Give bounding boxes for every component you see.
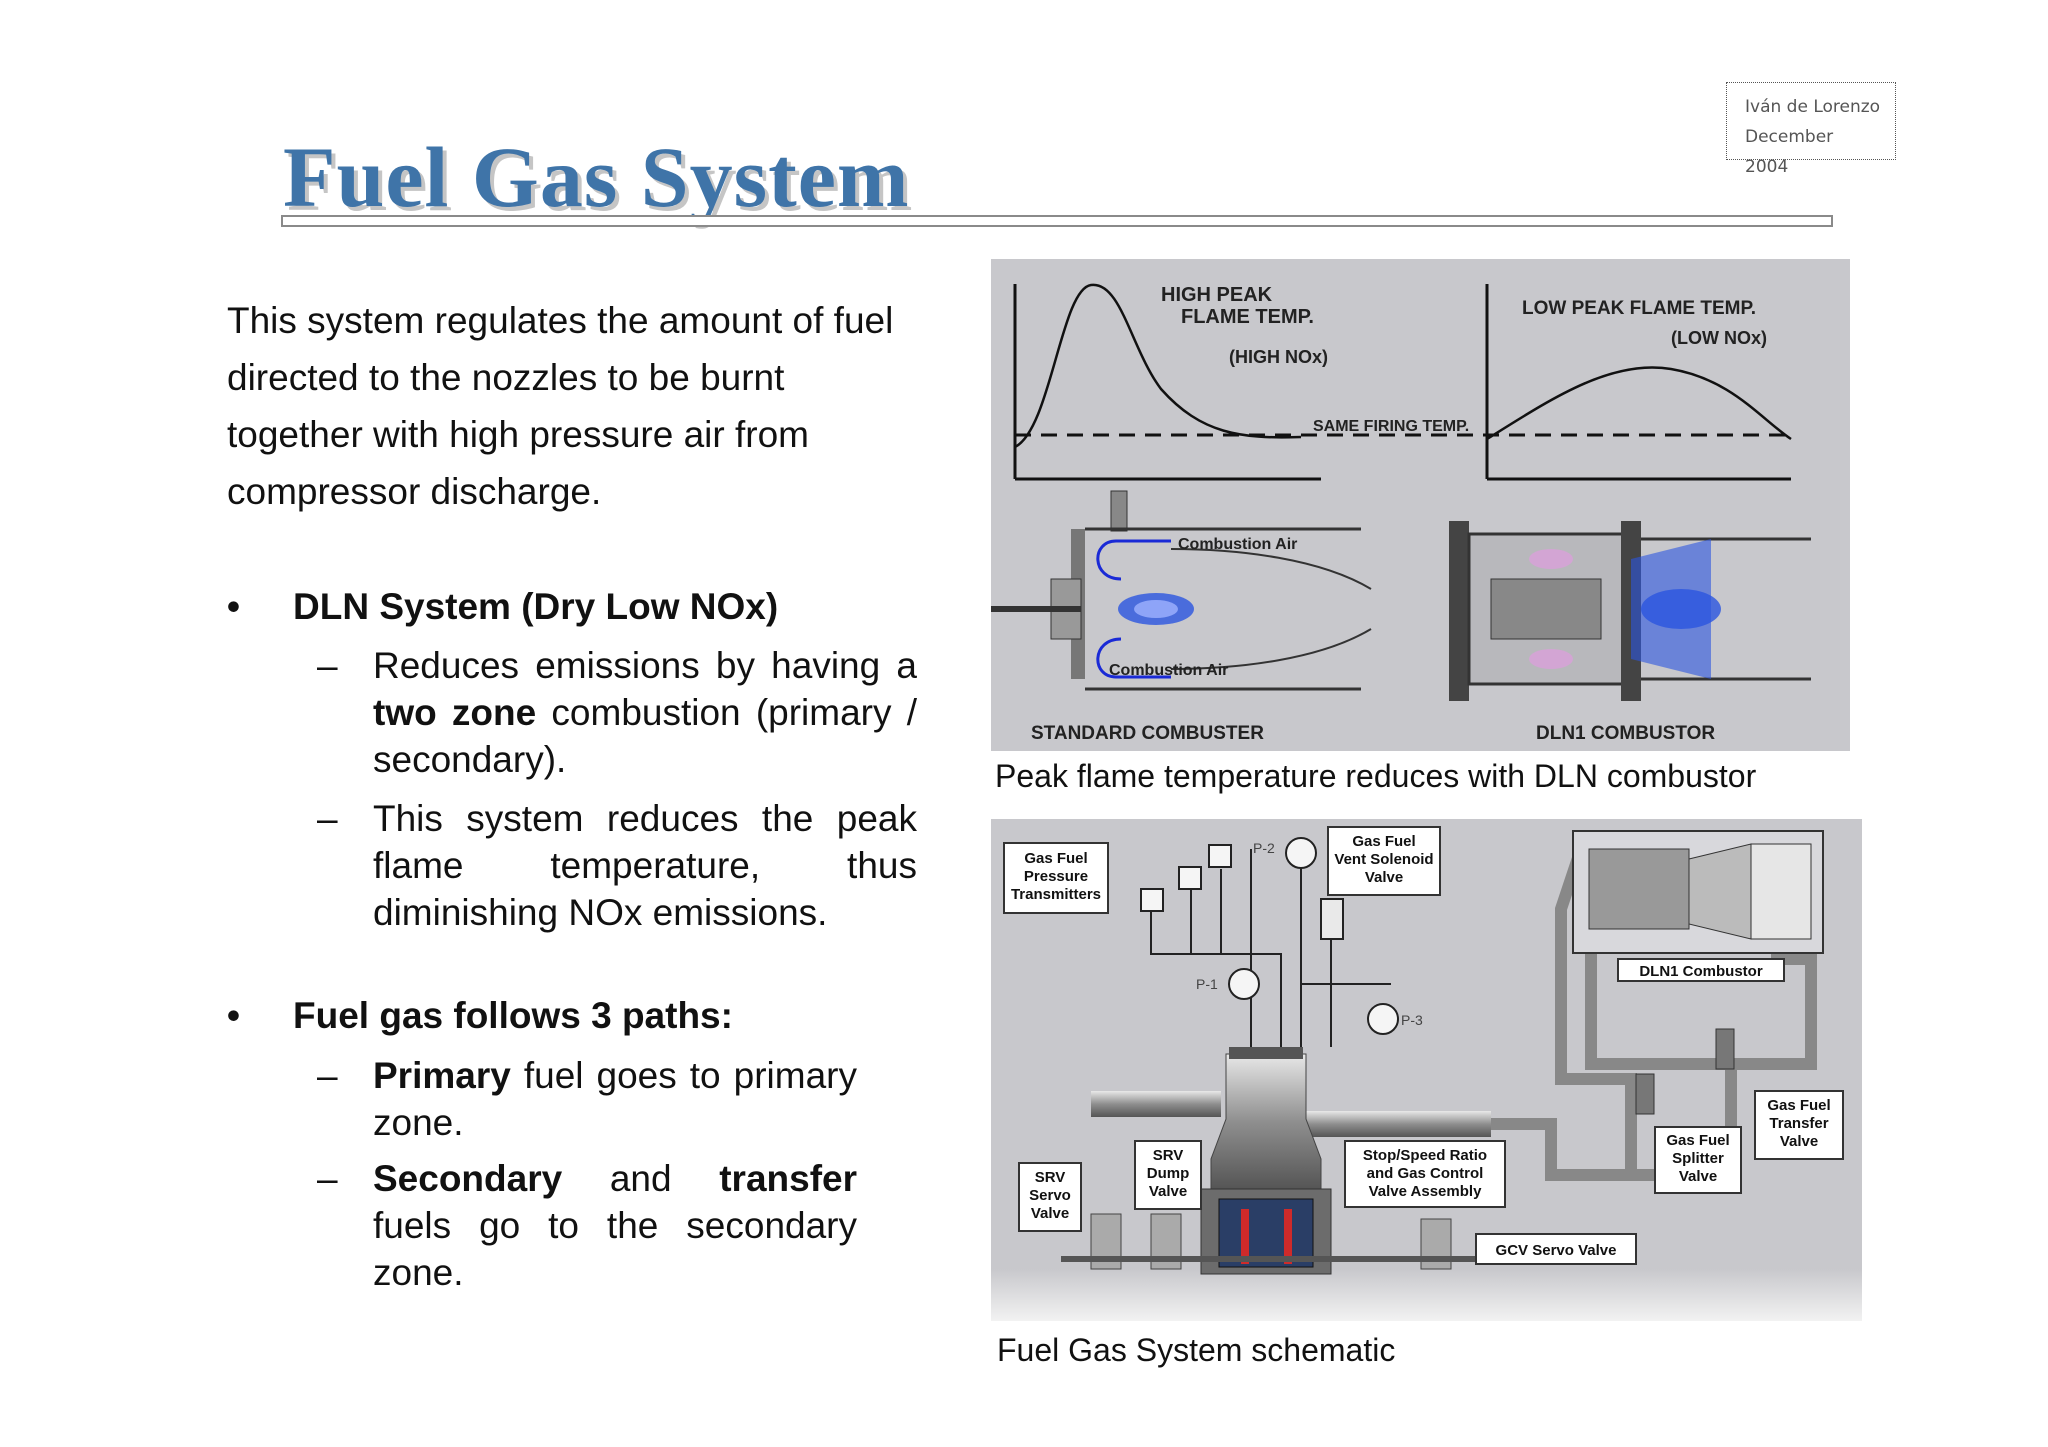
figure1-caption: Peak flame temperature reduces with DLN … [995,758,1757,794]
figure-flame-temperature: HIGH PEAK FLAME TEMP. (HIGH NOx) LOW PEA… [991,259,1850,751]
pressure-tx-line1: Gas Fuel [1024,850,1087,867]
high-peak-label-1: HIGH PEAK [1161,284,1273,306]
bullet-paths-label: Fuel gas follows 3 paths: [293,995,733,1036]
author-date: December 2004 [1745,127,1834,177]
vent-valve-line2: Vent Solenoid [1334,851,1433,868]
stop-speed-line3: Valve Assembly [1369,1183,1483,1200]
bullet-dln-label: DLN System (Dry Low NOx) [293,586,779,627]
dln1-combustor-label: DLN1 Combustor [1639,963,1762,980]
dln1-combustor-drawing [1449,521,1811,701]
same-firing-label: SAME FIRING TEMP. [1313,418,1469,435]
pressure-tx-line2: Pressure [1024,868,1088,885]
author-stamp: Iván de Lorenzo December 2004 [1726,82,1896,177]
high-nox-label: (HIGH NOx) [1229,347,1328,367]
flame-temperature-diagram: HIGH PEAK FLAME TEMP. (HIGH NOx) LOW PEA… [991,283,1811,744]
emphasis-two-zone: two zone [373,692,537,733]
transfer-line1: Gas Fuel [1767,1097,1830,1114]
emphasis-transfer: transfer [719,1158,857,1199]
splitter-line2: Splitter [1672,1150,1724,1167]
vent-valve-line3: Valve [1365,869,1403,886]
dln-sub-item-1: – Reduces emissions by having a two zone… [317,645,917,780]
bullet-dot: • [227,995,240,1036]
author-name: Iván de Lorenzo [1745,97,1881,117]
srv-servo-line3: Valve [1031,1205,1069,1222]
transfer-line3: Valve [1780,1133,1818,1150]
p3-label: P-3 [1401,1012,1423,1028]
stop-speed-line1: Stop/Speed Ratio [1363,1147,1487,1164]
gcv-servo-label: GCV Servo Valve [1496,1242,1617,1259]
transfer-line2: Transfer [1769,1115,1828,1132]
splitter-line1: Gas Fuel [1666,1132,1729,1149]
combustion-air-top-label: Combustion Air [1178,536,1297,553]
paths-sub-item-2: – Secondary and transfer fuels go to the… [317,1158,857,1293]
emphasis-primary: Primary [373,1055,511,1096]
figure2-caption: Fuel Gas System schematic [997,1332,1396,1368]
dln1-combustor-label: DLN1 COMBUSTOR [1536,723,1715,744]
p1-label: P-1 [1196,976,1218,992]
low-nox-label: (LOW NOx) [1671,328,1767,348]
page-title: Fuel Gas System [283,129,910,225]
pressure-tx-line3: Transmitters [1011,886,1101,903]
combustion-air-bottom-label: Combustion Air [1109,662,1228,679]
standard-combuster-label: STANDARD COMBUSTER [1031,723,1264,744]
dln-sub-item-2: – This system reduces the peak flame tem… [317,798,917,933]
title-underline [281,215,1833,227]
paths-sub-item-1: – Primary fuel goes to primary zone. [317,1055,857,1143]
srv-servo-line1: SRV [1035,1169,1066,1186]
srv-dump-line2: Dump [1147,1165,1190,1182]
high-peak-label-2: FLAME TEMP. [1181,306,1314,328]
srv-dump-line3: Valve [1149,1183,1187,1200]
standard-combuster-drawing [991,490,1372,691]
stop-speed-line2: and Gas Control [1367,1165,1484,1182]
fuel-gas-schematic-diagram: Gas Fuel Pressure Transmitters Gas Fuel … [991,826,1862,1321]
bullet-dot: • [227,586,240,627]
p2-label: P-2 [1253,840,1275,856]
figure-fuel-gas-schematic: Gas Fuel Pressure Transmitters Gas Fuel … [991,819,1862,1321]
intro-paragraph: This system regulates the amount of fuel… [227,300,894,512]
vent-valve-line1: Gas Fuel [1352,833,1415,850]
srv-servo-line2: Servo [1029,1187,1071,1204]
emphasis-secondary: Secondary [373,1158,563,1199]
srv-dump-line1: SRV [1153,1147,1184,1164]
splitter-line3: Valve [1679,1168,1717,1185]
low-peak-label: LOW PEAK FLAME TEMP. [1522,298,1756,319]
